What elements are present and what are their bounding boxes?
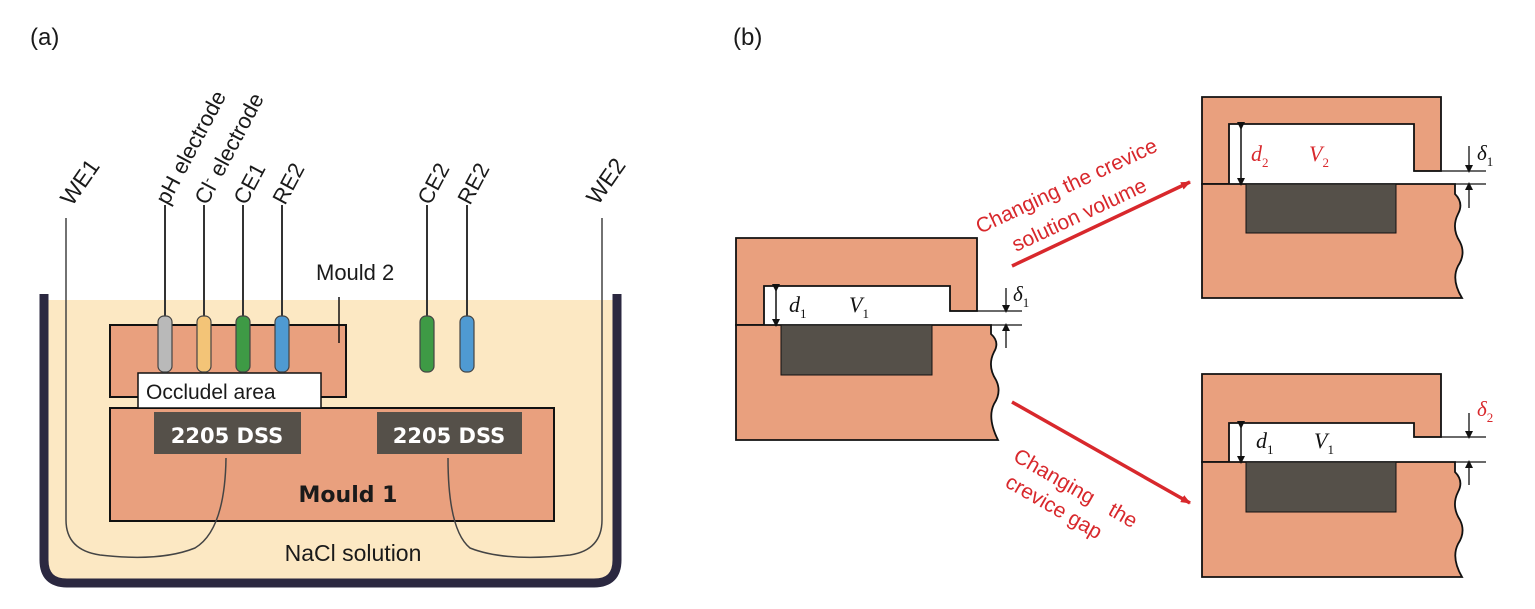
arrow-volume-change — [1011, 180, 1191, 268]
d1-label: d1 — [789, 292, 807, 321]
delta1-label: δ1 — [1477, 141, 1493, 169]
crevice-schematic-initial: d1 V1 δ1 — [735, 237, 1029, 441]
re2-right-label: RE2 — [452, 159, 494, 209]
arrow-gap-change — [1011, 400, 1191, 505]
re2-right-electrode — [459, 315, 475, 373]
delta2-label: δ2 — [1477, 397, 1493, 425]
v1-label: V1 — [849, 292, 869, 321]
panel-b: (b) d1 V1 δ1 d2 V2 δ1 — [733, 24, 1493, 578]
cl-electrode — [196, 315, 212, 373]
occluded-area-label: Occludel area — [146, 381, 276, 404]
gap-change-label-line2: the — [1105, 498, 1142, 533]
ce2-electrode — [419, 315, 435, 373]
d1-label: d1 — [1256, 428, 1274, 457]
ce2-label: CE2 — [412, 159, 454, 209]
ce1-label: CE1 — [228, 159, 270, 209]
we1-wire — [65, 218, 227, 559]
specimen — [780, 324, 933, 376]
panel-a: (a) Occludel area Mould 2 2205 DSS 2205 … — [30, 24, 631, 588]
re2-left-label: RE2 — [267, 159, 309, 209]
mould-1-label: Mould 1 — [299, 483, 398, 508]
dss-specimen-right — [377, 412, 522, 454]
v1-label: V1 — [1314, 428, 1334, 457]
d2-label: d2 — [1251, 141, 1269, 170]
occluded-area — [137, 372, 322, 409]
panel-b-tag: (b) — [733, 24, 762, 51]
tank — [39, 294, 622, 588]
re2-left-electrode — [274, 315, 290, 373]
dss-left-label: 2205 DSS — [171, 424, 284, 448]
we2-wire — [447, 218, 603, 559]
dss-specimen-left — [154, 412, 301, 454]
specimen — [1245, 461, 1397, 513]
specimen — [1245, 183, 1397, 234]
ph-electrode — [157, 315, 173, 373]
nacl-solution-label: NaCl solution — [285, 540, 422, 566]
panel-a-tag: (a) — [30, 24, 59, 51]
we1-label: WE1 — [55, 154, 105, 210]
v2-label: V2 — [1309, 141, 1329, 170]
delta1-label: δ1 — [1013, 282, 1029, 310]
dss-right-label: 2205 DSS — [393, 424, 506, 448]
ce1-electrode — [235, 315, 251, 373]
crevice-schematic-volume-changed: d2 V2 δ1 — [1201, 96, 1493, 299]
mould-2-label: Mould 2 — [316, 260, 394, 285]
we2-label: WE2 — [581, 153, 631, 209]
crevice-schematic-gap-changed: d1 V1 δ2 — [1201, 373, 1493, 578]
